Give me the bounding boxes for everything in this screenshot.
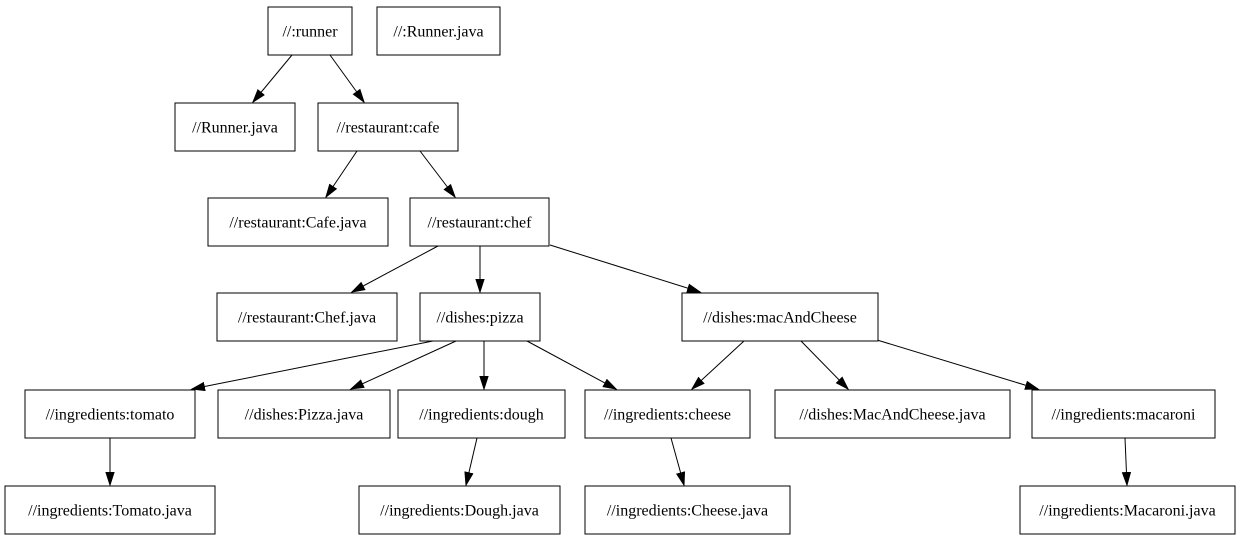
edges-layer [105, 54, 1132, 487]
node-box [376, 6, 501, 56]
graph-node-chef: //restaurant:chef [409, 197, 550, 247]
graph-edge-chef-to-macandcheese [549, 244, 702, 293]
node-box [584, 485, 791, 535]
node-box [216, 292, 398, 342]
nodes-layer: //:runner //:Runner.java //Runner.java //re… [4, 6, 1236, 535]
graph-node-cafe-java: //restaurant:Cafe.java [207, 197, 389, 247]
node-box [1019, 485, 1236, 535]
node-label: //dishes:MacAndCheese.java [799, 407, 985, 424]
node-box [409, 197, 550, 247]
graph-edge-pizza-to-cheese [526, 340, 618, 390]
graph-node-macaroni: //ingredients:macaroni [1031, 389, 1216, 439]
graph-node-pizza: //dishes:pizza [419, 292, 541, 342]
graph-node-chef-java: //restaurant:Chef.java [216, 292, 398, 342]
graph-edge-chef-to-chef-java [350, 245, 439, 293]
node-box [419, 292, 541, 342]
graph-node-macaroni-java: //ingredients:Macaroni.java [1019, 485, 1236, 535]
node-label: //ingredients:tomato [46, 407, 175, 424]
node-label: //ingredients:Dough.java [380, 503, 539, 520]
node-label: //:Runner.java [393, 24, 483, 41]
node-box [397, 389, 566, 439]
node-box [217, 389, 391, 439]
graph-edge-runner-to-runner-java [251, 54, 293, 104]
graph-edge-pizza-to-tomato [190, 340, 434, 392]
graph-node-dough: //ingredients:dough [397, 389, 566, 439]
graph-edge-cafe-to-cafe-java [325, 150, 358, 199]
node-label: //restaurant:cafe [336, 120, 439, 137]
graph-node-runner: //:runner [267, 6, 353, 56]
node-box [4, 485, 216, 535]
graph-node-macandcheese: //dishes:macAndCheese [681, 292, 879, 342]
graph-node-cheese: //ingredients:cheese [584, 389, 751, 439]
graph-node-tomato-java: //ingredients:Tomato.java [4, 485, 216, 535]
graph-node-tomato: //ingredients:tomato [24, 389, 196, 439]
graph-node-runner-java: //Runner.java [174, 102, 296, 152]
node-box [774, 389, 1011, 439]
node-box [317, 102, 459, 152]
node-label: //ingredients:cheese [604, 407, 731, 424]
node-box [174, 102, 296, 152]
node-box [681, 292, 879, 342]
graph-edge-dough-to-dough-java [464, 437, 478, 487]
graph-node-dough-java: //ingredients:Dough.java [358, 485, 561, 535]
graph-edge-macandcheese-to-macaroni [876, 339, 1040, 390]
node-label: //ingredients:macaroni [1052, 407, 1197, 424]
node-box [267, 6, 353, 56]
node-box [1031, 389, 1216, 439]
graph-node-runner-java-src: //:Runner.java [376, 6, 501, 56]
node-label: //restaurant:Cafe.java [229, 215, 366, 232]
node-label: //ingredients:Tomato.java [28, 503, 192, 520]
graph-node-macandcheese-java: //dishes:MacAndCheese.java [774, 389, 1011, 439]
graph-node-cafe: //restaurant:cafe [317, 102, 459, 152]
graph-edge-macaroni-to-macaroni-java [1121, 437, 1132, 487]
graph-edge-cafe-to-chef [419, 150, 456, 199]
node-label: //dishes:macAndCheese [703, 310, 857, 327]
graph-edge-macandcheese-to-macandcheese-java [800, 340, 850, 391]
node-label: //restaurant:Chef.java [238, 310, 376, 327]
node-label: //dishes:pizza [436, 310, 523, 327]
node-box [24, 389, 196, 439]
node-box [207, 197, 389, 247]
node-label: //ingredients:dough [419, 407, 543, 424]
graph-edge-runner-to-cafe [329, 54, 365, 104]
node-label: //:runner [282, 24, 338, 41]
node-label: //dishes:Pizza.java [245, 407, 364, 424]
node-label: //ingredients:Macaroni.java [1039, 503, 1215, 520]
node-label: //Runner.java [192, 120, 278, 137]
graph-edge-cheese-to-cheese-java [670, 437, 686, 487]
graph-node-cheese-java: //ingredients:Cheese.java [584, 485, 791, 535]
graph-node-pizza-java: //dishes:Pizza.java [217, 389, 391, 439]
node-box [584, 389, 751, 439]
node-label: //ingredients:Cheese.java [607, 503, 768, 520]
node-label: //restaurant:chef [428, 215, 533, 232]
graph-edge-pizza-to-pizza-java [349, 340, 457, 390]
node-box [358, 485, 561, 535]
graph-edge-macandcheese-to-cheese [690, 340, 745, 391]
